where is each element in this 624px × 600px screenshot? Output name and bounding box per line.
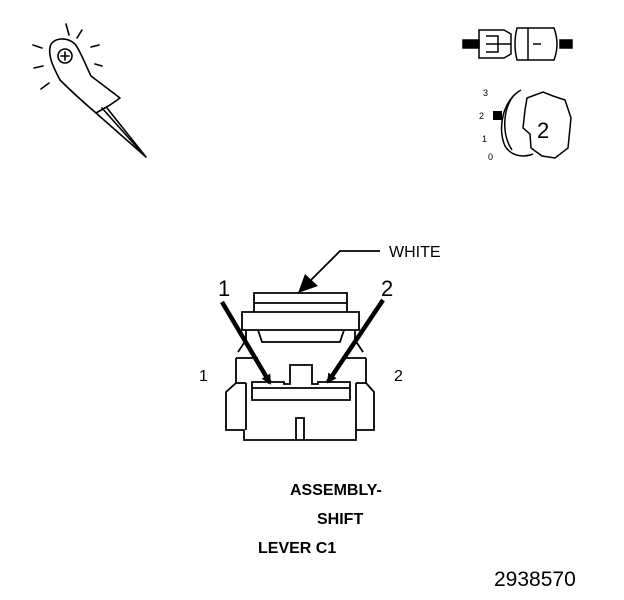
pin-label-1: 1 — [199, 368, 208, 385]
scale-badge: 2 — [537, 118, 549, 143]
caption-line-1: ASSEMBLY- — [290, 482, 382, 499]
test-probe-icon — [32, 23, 147, 158]
scale-tick-1: 1 — [482, 134, 487, 144]
scale-tick-2: 2 — [479, 111, 484, 121]
scale-tick-3: 3 — [483, 88, 488, 98]
figure-number: 2938570 — [494, 568, 576, 591]
callout-number-1: 1 — [218, 276, 230, 301]
callout-number-2: 2 — [381, 276, 393, 301]
callout-arrows — [220, 298, 385, 385]
wire-color-label: WHITE — [389, 244, 441, 261]
pin-label-2: 2 — [394, 368, 403, 385]
inline-connector-icon — [462, 27, 573, 61]
scale-tick-0: 0 — [488, 152, 493, 162]
callout-arrow-2 — [326, 298, 385, 384]
caption-line-3: LEVER C1 — [258, 540, 336, 557]
connector-face — [225, 292, 375, 441]
callout-arrow-1 — [220, 300, 272, 385]
position-scale-icon: 3 2 1 0 2 — [479, 88, 572, 162]
caption-line-2: SHIFT — [317, 511, 363, 528]
wire-color-leader — [298, 250, 380, 293]
